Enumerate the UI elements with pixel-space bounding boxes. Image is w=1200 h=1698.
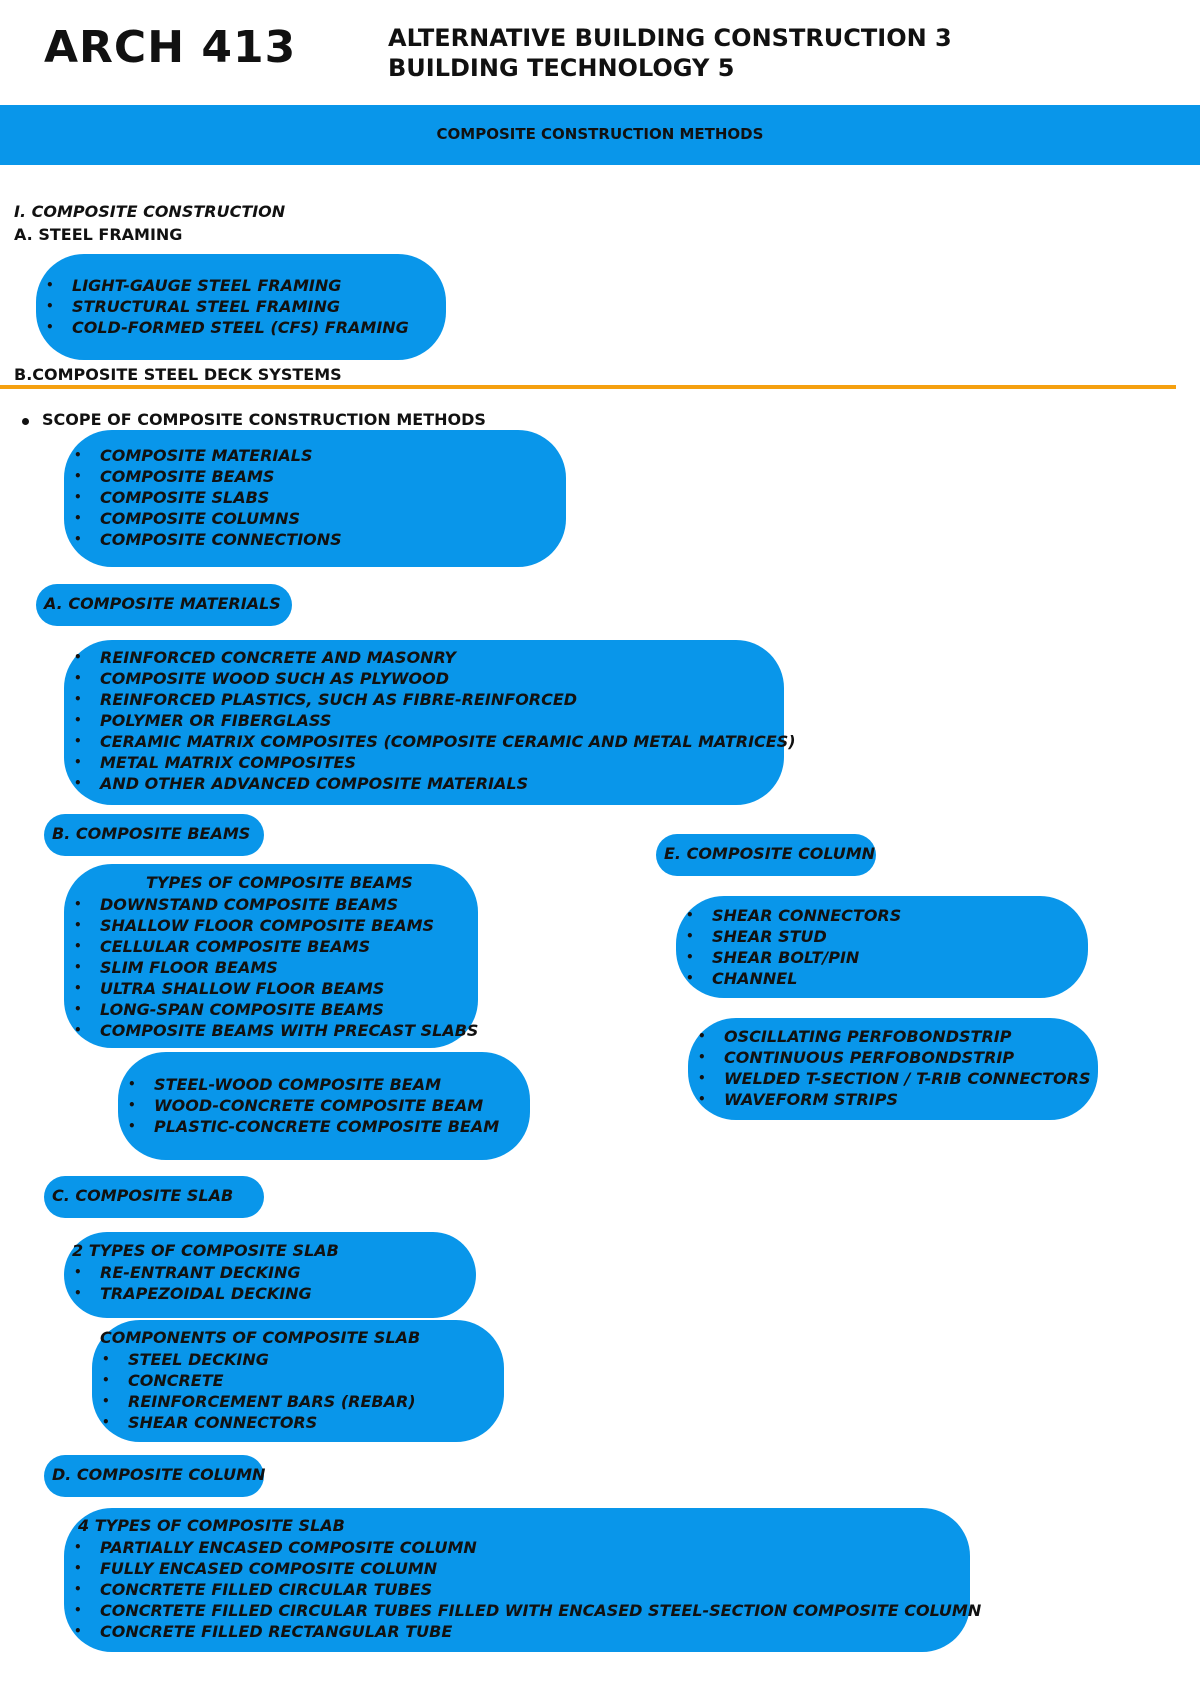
list-item: OSCILLATING PERFOBONDSTRIP <box>698 1026 1090 1047</box>
list-item: STRUCTURAL STEEL FRAMING <box>46 296 409 317</box>
slab-components-list: STEEL DECKING CONCRETE REINFORCEMENT BAR… <box>102 1349 416 1433</box>
list-item: POLYMER OR FIBERGLASS <box>74 710 796 731</box>
column-e-label-box <box>656 834 876 876</box>
list-item: WELDED T-SECTION / T-RIB CONNECTORS <box>698 1068 1091 1089</box>
list-item: PLASTIC-CONCRETE COMPOSITE BEAM <box>128 1116 499 1137</box>
list-item: SHEAR BOLT/PIN <box>686 947 901 968</box>
subheading-deck-systems: B.COMPOSITE STEEL DECK SYSTEMS <box>14 365 342 384</box>
list-item: ULTRA SHALLOW FLOOR BEAMS <box>74 978 478 999</box>
list-item: CONCRTETE FILLED CIRCULAR TUBES <box>74 1579 981 1600</box>
column-d-label-box <box>44 1455 264 1497</box>
slab-label: C. COMPOSITE SLAB <box>52 1186 234 1205</box>
column-d-list: PARTIALLY ENCASED COMPOSITE COLUMN FULLY… <box>74 1537 981 1642</box>
list-item: AND OTHER ADVANCED COMPOSITE MATERIALS <box>74 773 796 794</box>
list-item: TRAPEZOIDAL DECKING <box>74 1283 312 1304</box>
list-item: CERAMIC MATRIX COMPOSITES (COMPOSITE CER… <box>74 731 796 752</box>
list-item: LONG-SPAN COMPOSITE BEAMS <box>74 999 478 1020</box>
slab-types-title: 2 TYPES OF COMPOSITE SLAB <box>72 1241 339 1260</box>
materials-label-box <box>36 584 292 626</box>
beam-types-title: TYPES OF COMPOSITE BEAMS <box>146 873 413 892</box>
list-item: SLIM FLOOR BEAMS <box>74 957 478 978</box>
steel-framing-list: LIGHT-GAUGE STEEL FRAMING STRUCTURAL STE… <box>46 275 409 338</box>
list-item: REINFORCED CONCRETE AND MASONRY <box>74 647 796 668</box>
list-item: COMPOSITE COLUMNS <box>74 508 342 529</box>
scope-heading: SCOPE OF COMPOSITE CONSTRUCTION METHODS <box>42 410 486 429</box>
list-item: WOOD-CONCRETE COMPOSITE BEAM <box>128 1095 499 1116</box>
list-item: COMPOSITE SLABS <box>74 487 342 508</box>
title-banner: COMPOSITE CONSTRUCTION METHODS <box>0 105 1200 165</box>
list-item: REINFORCED PLASTICS, SUCH AS FIBRE-REINF… <box>74 689 796 710</box>
list-item: STEEL-WOOD COMPOSITE BEAM <box>128 1074 499 1095</box>
list-item: SHEAR CONNECTORS <box>102 1412 416 1433</box>
list-item: CONCRETE FILLED RECTANGULAR TUBE <box>74 1621 981 1642</box>
scope-bullet-icon <box>22 418 29 425</box>
list-item: COMPOSITE WOOD SUCH AS PLYWOOD <box>74 668 796 689</box>
list-item: DOWNSTAND COMPOSITE BEAMS <box>74 894 478 915</box>
slab-label-box <box>44 1176 264 1218</box>
slab-types-list: RE-ENTRANT DECKING TRAPEZOIDAL DECKING <box>74 1262 312 1304</box>
column-d-types-title: 4 TYPES OF COMPOSITE SLAB <box>78 1516 345 1535</box>
list-item: FULLY ENCASED COMPOSITE COLUMN <box>74 1558 981 1579</box>
materials-label: A. COMPOSITE MATERIALS <box>44 594 281 613</box>
beam-types-list: DOWNSTAND COMPOSITE BEAMS SHALLOW FLOOR … <box>74 894 478 1041</box>
materials-list: REINFORCED CONCRETE AND MASONRY COMPOSIT… <box>74 647 796 794</box>
section-heading: I. COMPOSITE CONSTRUCTION <box>14 202 286 221</box>
course-title-line1: ALTERNATIVE BUILDING CONSTRUCTION 3 <box>388 24 952 52</box>
list-item: SHEAR CONNECTORS <box>686 905 901 926</box>
column-e-label: E. COMPOSITE COLUMN <box>664 844 876 863</box>
list-item: STEEL DECKING <box>102 1349 416 1370</box>
list-item: SHALLOW FLOOR COMPOSITE BEAMS <box>74 915 478 936</box>
divider-line <box>0 385 1176 389</box>
strips-list: OSCILLATING PERFOBONDSTRIP CONTINUOUS PE… <box>698 1026 1091 1110</box>
list-item: RE-ENTRANT DECKING <box>74 1262 312 1283</box>
list-item: LIGHT-GAUGE STEEL FRAMING <box>46 275 409 296</box>
list-item: COLD-FORMED STEEL (CFS) FRAMING <box>46 317 409 338</box>
list-item: WAVEFORM STRIPS <box>698 1089 1090 1110</box>
list-item: CONCRETE <box>102 1370 416 1391</box>
slab-components-title: COMPONENTS OF COMPOSITE SLAB <box>100 1328 421 1347</box>
list-item: CELLULAR COMPOSITE BEAMS <box>74 936 478 957</box>
beams-label: B. COMPOSITE BEAMS <box>52 824 251 843</box>
course-title-line2: BUILDING TECHNOLOGY 5 <box>388 54 735 82</box>
scope-list: COMPOSITE MATERIALS COMPOSITE BEAMS COMP… <box>74 445 342 550</box>
subheading-steel-framing: A. STEEL FRAMING <box>14 225 183 244</box>
banner-text: COMPOSITE CONSTRUCTION METHODS <box>436 125 764 143</box>
list-item: CONCRTETE FILLED CIRCULAR TUBES FILLED W… <box>74 1600 981 1621</box>
list-item: COMPOSITE BEAMS <box>74 466 342 487</box>
list-item: COMPOSITE BEAMS WITH PRECAST SLABS <box>74 1020 478 1041</box>
course-code: ARCH 413 <box>44 22 297 73</box>
list-item: SHEAR STUD <box>686 926 901 947</box>
list-item: METAL MATRIX COMPOSITES <box>74 752 796 773</box>
list-item: CHANNEL <box>686 968 901 989</box>
list-item: COMPOSITE CONNECTIONS <box>74 529 342 550</box>
list-item: PARTIALLY ENCASED COMPOSITE COLUMN <box>74 1537 981 1558</box>
list-item: REINFORCEMENT BARS (REBAR) <box>102 1391 416 1412</box>
beam-materials-list: STEEL-WOOD COMPOSITE BEAM WOOD-CONCRETE … <box>128 1074 499 1137</box>
list-item: COMPOSITE MATERIALS <box>74 445 342 466</box>
list-item: CONTINUOUS PERFOBONDSTRIP <box>698 1047 1090 1068</box>
column-d-label: D. COMPOSITE COLUMN <box>52 1465 266 1484</box>
beams-label-box <box>44 814 264 856</box>
connectors-list: SHEAR CONNECTORS SHEAR STUD SHEAR BOLT/P… <box>686 905 901 989</box>
